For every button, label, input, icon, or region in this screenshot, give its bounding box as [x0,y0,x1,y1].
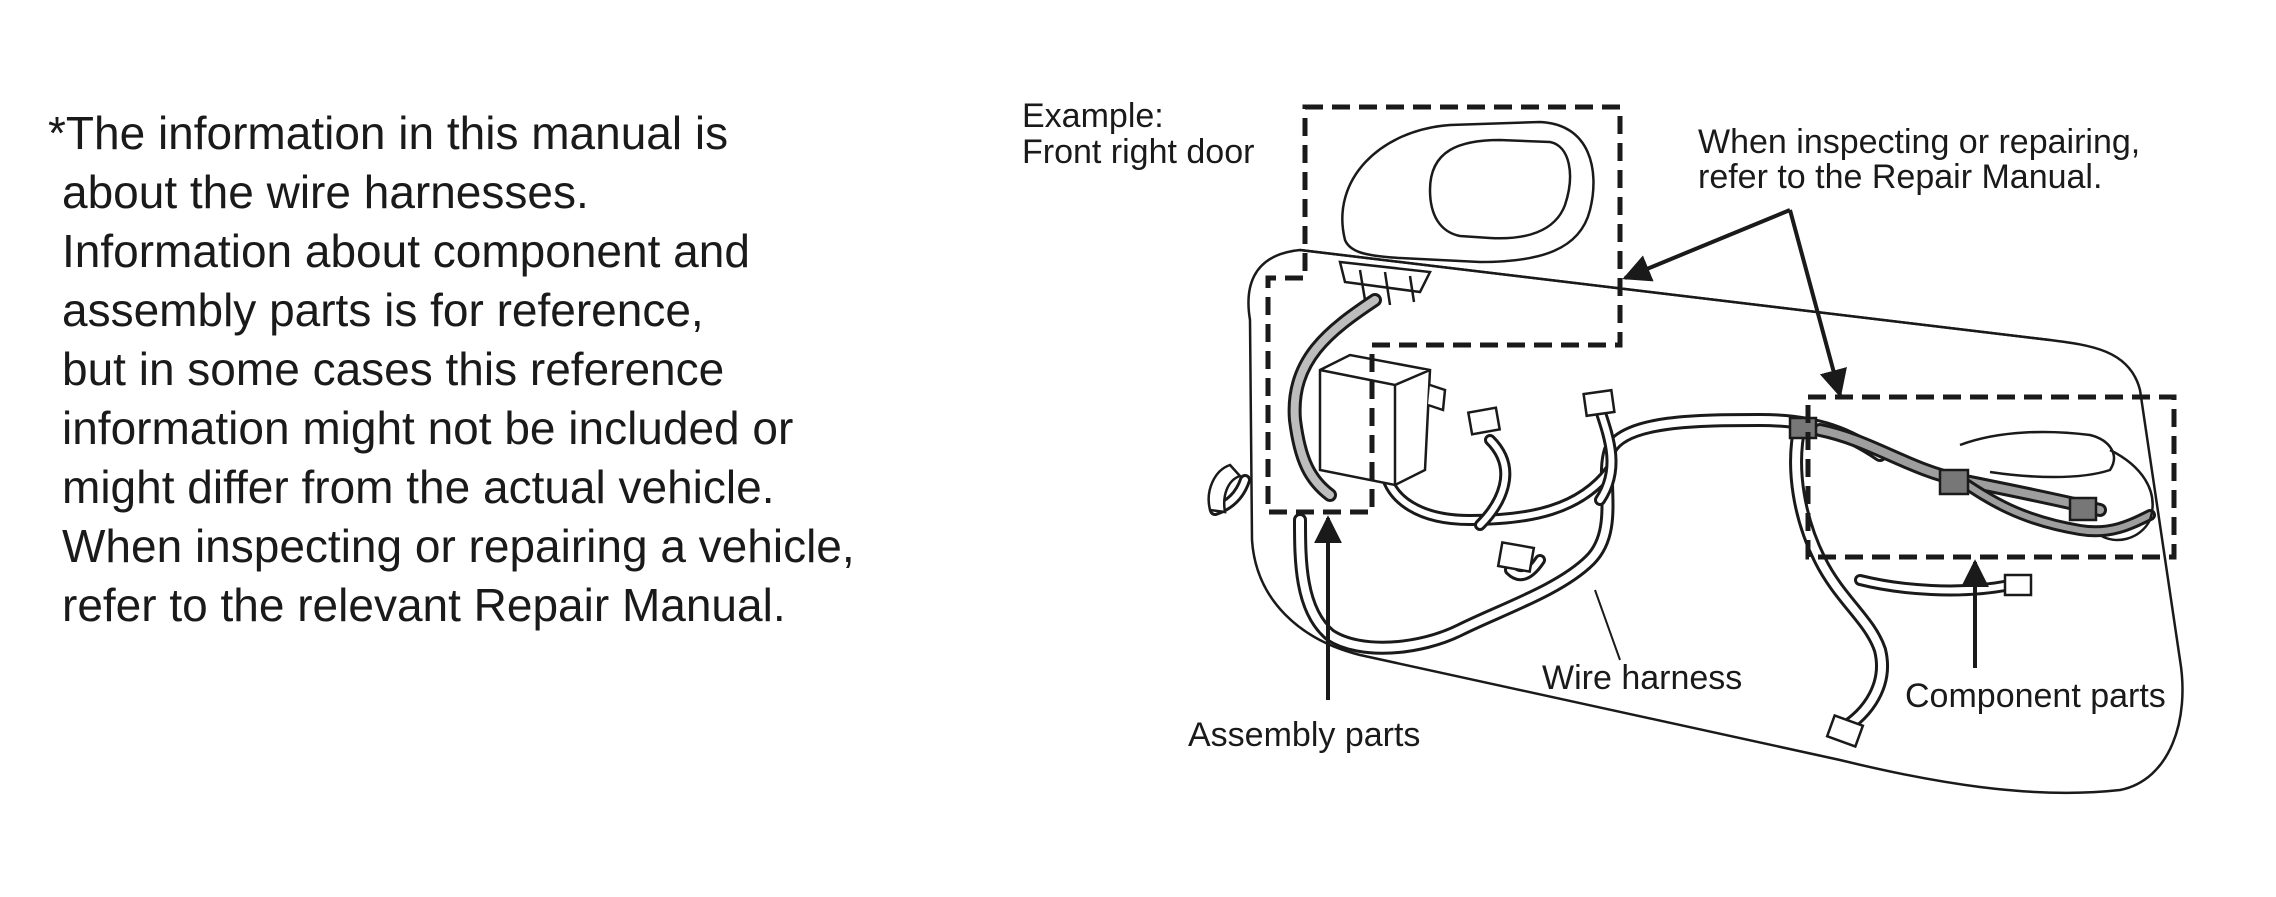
note-line: might differ from the actual vehicle. [62,461,775,513]
wire-harness [1209,293,2156,737]
assembly-parts-dashed-box [1265,104,1623,515]
door-handle [1959,430,2154,542]
note-line: about the wire harnesses. [62,166,589,218]
note-line: but in some cases this reference [62,343,725,395]
callout-text-line-1: When inspecting or repairing, [1698,123,2140,161]
example-location-label: Front right door [1022,133,1254,171]
note-line: refer to the relevant Repair Manual. [62,579,786,631]
note-line: *The information in this manual is [48,107,729,159]
side-mirror [1338,120,1595,306]
wire-harness-label: Wire harness [1542,659,1742,697]
component-parts-dashed-box [1805,394,2177,560]
assembly-parts-label: Assembly parts [1188,716,1420,754]
component-parts-label: Component parts [1905,677,2166,715]
note-line: assembly parts is for reference, [62,284,704,336]
reference-note: *The information in this manual is about… [48,104,948,635]
example-label: Example: [1022,97,1164,135]
module-box [1318,353,1447,487]
note-line: When inspecting or repairing a vehicle, [62,520,855,572]
door-outline [1247,248,2184,795]
callout-arrows [1314,208,1989,700]
note-line: Information about component and [62,225,750,277]
wire-harness-leader [1594,589,1621,661]
note-line: information might not be included or [62,402,794,454]
callout-text-line-2: refer to the Repair Manual. [1698,158,2102,196]
connectors [1207,388,2098,749]
